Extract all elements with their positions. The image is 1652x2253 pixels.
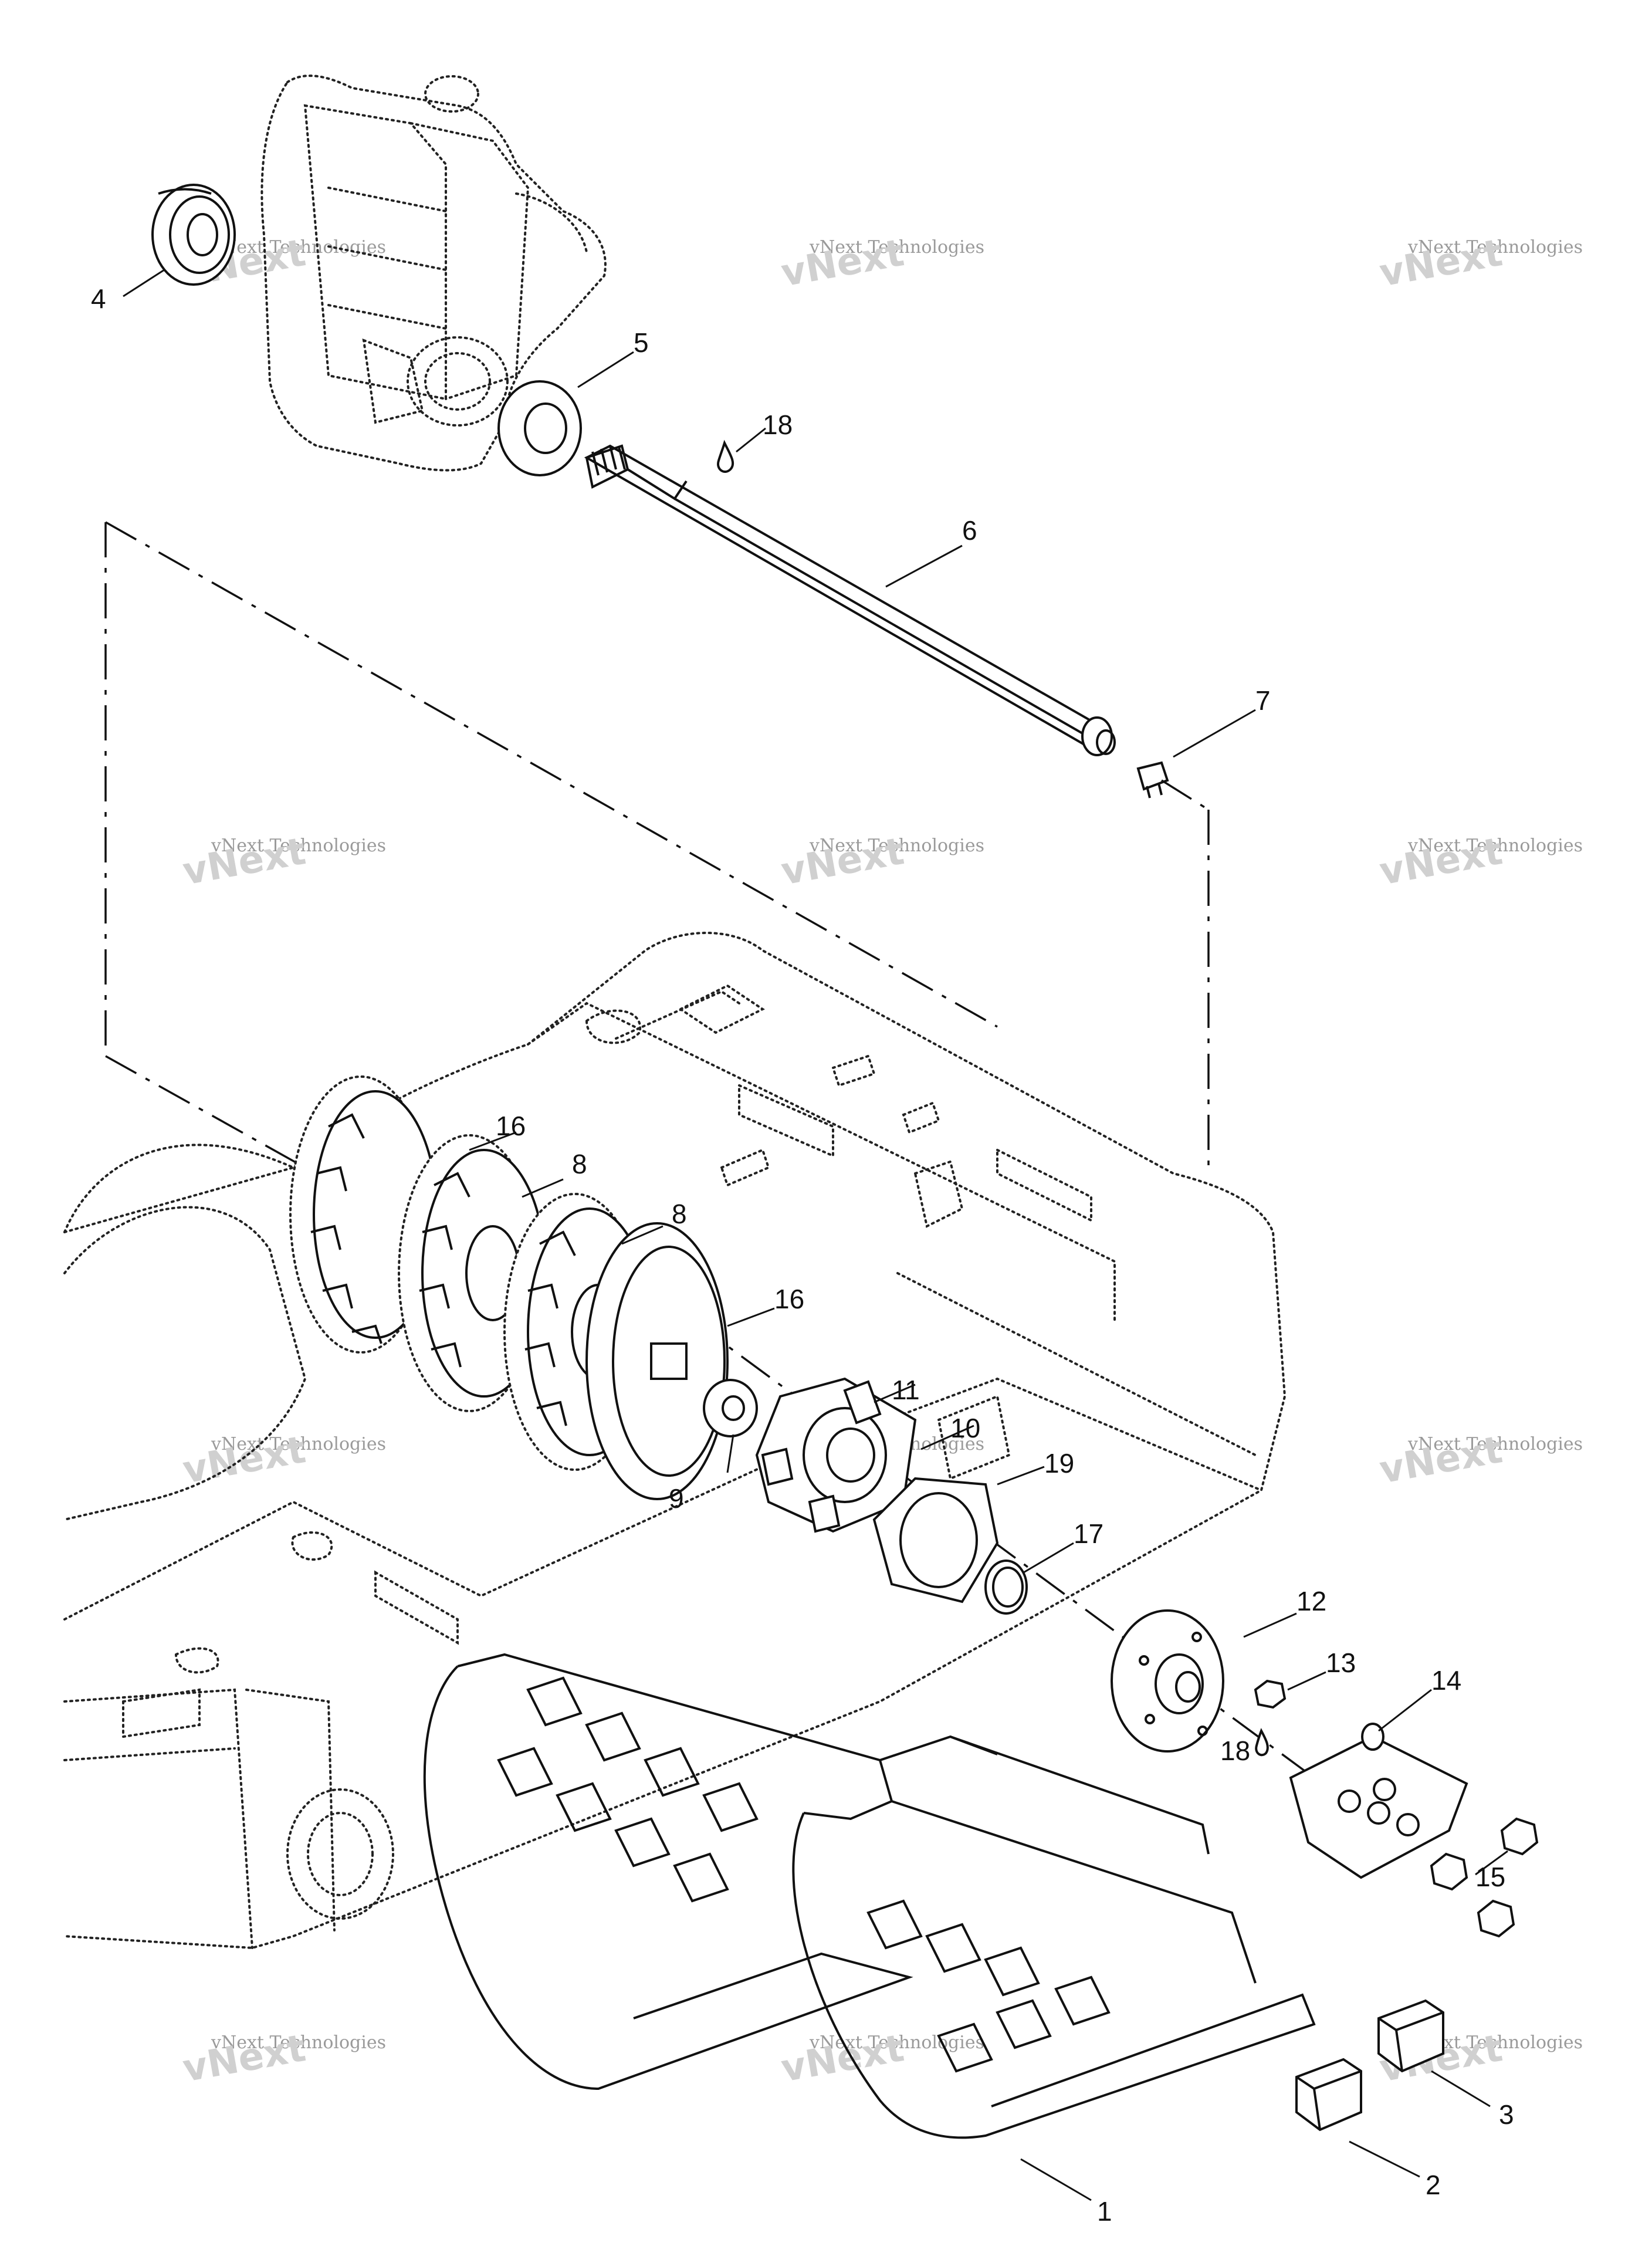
bearing-flange-part-10	[755, 1377, 917, 1533]
callout-5: 5	[634, 327, 649, 358]
sprocket-part-16-inner	[585, 1222, 729, 1500]
callout-9: 9	[669, 1483, 684, 1514]
track-part-1	[423, 1653, 1316, 2139]
cover-part-19	[872, 1477, 999, 1604]
washer-part-5	[497, 380, 582, 476]
leader-lines	[123, 269, 1508, 2201]
callout-18-bottom: 18	[1220, 1736, 1250, 1766]
bracket-part-14	[1289, 1723, 1468, 1879]
nut-part-13	[1254, 1679, 1287, 1709]
chaincase-housing	[260, 75, 607, 472]
callout-1: 1	[1097, 2196, 1112, 2227]
callout-17: 17	[1074, 1518, 1103, 1549]
callout-19: 19	[1044, 1448, 1074, 1479]
callout-3: 3	[1499, 2099, 1514, 2130]
bearing-part-4	[151, 184, 236, 286]
end-hub-part-12	[1111, 1609, 1224, 1753]
assembly-outline	[104, 521, 1315, 1779]
callout-10: 10	[950, 1413, 980, 1443]
nuts-part-15	[1430, 1817, 1539, 1938]
slider-clip-part-2	[1295, 2058, 1362, 2132]
callout-4: 4	[91, 283, 106, 314]
callout-11: 11	[892, 1375, 920, 1405]
clip-part-7	[1136, 761, 1169, 799]
callout-15: 15	[1475, 1862, 1505, 1892]
bolts-part-11	[761, 1380, 882, 1533]
callout-8-a: 8	[572, 1149, 587, 1179]
grease-drop-part-18-bottom	[1255, 1728, 1269, 1757]
slider-clip-part-3	[1377, 1999, 1444, 2073]
drive-shaft-part-6	[584, 444, 1116, 756]
callout-13: 13	[1326, 1648, 1356, 1678]
callout-8-b: 8	[672, 1199, 687, 1229]
callout-18-top: 18	[763, 410, 793, 440]
callout-14: 14	[1431, 1665, 1461, 1696]
tunnel-frame	[63, 932, 1287, 1950]
callout-16-top: 16	[496, 1111, 526, 1141]
callout-2: 2	[1426, 2170, 1441, 2200]
callout-12: 12	[1296, 1586, 1326, 1616]
callout-16-bottom: 16	[774, 1284, 804, 1314]
circlip-part-17	[984, 1559, 1028, 1615]
callout-labels: 4 5 18 6 7 16 8 8 16 11 9 10 19 17 12 13…	[91, 283, 1514, 2227]
grease-drop-part-18-top	[717, 439, 734, 473]
spacer-part-9	[703, 1379, 758, 1437]
callout-6: 6	[962, 515, 977, 546]
callout-7: 7	[1255, 685, 1271, 716]
